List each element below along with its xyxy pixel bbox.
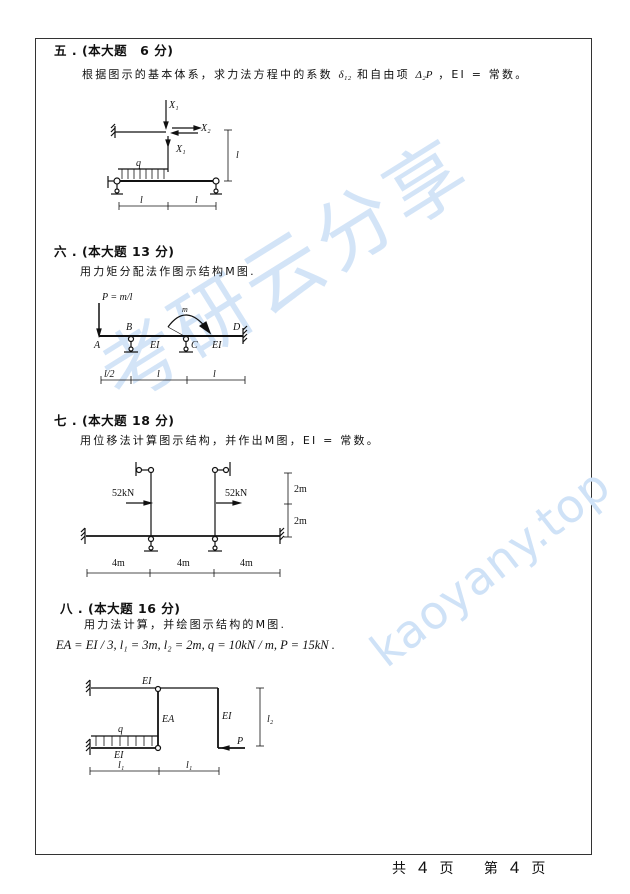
label-ei-top: EI	[141, 676, 152, 687]
q8-number: 八 .	[60, 601, 84, 616]
label-ea: EA	[161, 714, 175, 725]
q7-number: 七 .	[54, 413, 78, 428]
label-span-l2: l	[195, 195, 198, 206]
footer-total-pages: 4	[418, 858, 430, 877]
q5-prompt-text-b: 和自由项	[356, 68, 410, 81]
label-ei-right: EI	[221, 711, 232, 722]
label-x2: X₂	[200, 123, 211, 134]
label-l1-right: l₁	[186, 760, 192, 771]
label-c: C	[191, 340, 198, 351]
q6-prompt: 用力矩分配法作图示结构M图.	[80, 265, 256, 278]
label-height-l: l	[236, 150, 239, 161]
q6-number: 六 .	[54, 244, 78, 259]
label-m: m	[182, 305, 188, 314]
q5-delta12: δ₁₂	[338, 69, 352, 81]
page-border	[35, 38, 592, 855]
footer-current-page: 4	[509, 858, 522, 877]
label-ei-2: EI	[211, 340, 222, 351]
label-span-l1: l	[140, 195, 143, 206]
q6-header: 六 . (本大题 13 分)	[54, 241, 175, 260]
q5-header: 五 . (本大题 6 分)	[54, 40, 173, 59]
q8-header: 八 . (本大题 16 分)	[60, 598, 181, 617]
label-span-l-2: l	[213, 369, 216, 380]
label-p: P	[236, 736, 243, 747]
q6-score: (本大题 13 分)	[81, 244, 175, 259]
q7-header: 七 . (本大题 18 分)	[54, 410, 175, 429]
q5-delta2p: Δ₂P	[415, 69, 433, 81]
label-h-bottom: 2m	[294, 516, 307, 527]
label-ei-bottom: EI	[113, 750, 124, 761]
q8-score: (本大题 16 分)	[87, 601, 181, 616]
footer-current-prefix: 第	[483, 861, 500, 877]
q5-number: 五 .	[54, 43, 78, 58]
q8-prompt: 用力法计算，并绘图示结构的M图.	[84, 618, 287, 631]
label-h-top: 2m	[294, 484, 307, 495]
label-a: A	[93, 340, 101, 351]
label-span-l-half: l/2	[104, 369, 115, 380]
label-x1-top: X₁	[168, 100, 179, 111]
footer-total-prefix: 共	[392, 861, 408, 877]
footer-total-suffix: 页	[439, 861, 456, 877]
label-l2: l₂	[267, 714, 274, 725]
label-q: q	[118, 724, 123, 735]
q7-prompt: 用位移法计算图示结构，并作出M图，EI = 常数。	[80, 434, 380, 447]
q5-prompt: 根据图示的基本体系，求力法方程中的系数 δ₁₂ 和自由项 Δ₂P ，EI = 常…	[82, 66, 528, 82]
label-ei-1: EI	[149, 340, 160, 351]
label-load-left: 52kN	[112, 488, 134, 499]
q7-score: (本大题 18 分)	[81, 413, 175, 428]
label-span-2: 4m	[177, 558, 190, 569]
label-p: P = m/l	[101, 292, 133, 303]
label-d: D	[232, 322, 241, 333]
label-b: B	[126, 322, 132, 333]
q5-prompt-text-c: ，EI = 常数。	[438, 68, 529, 81]
label-span-3: 4m	[240, 558, 253, 569]
label-load-right: 52kN	[225, 488, 247, 499]
q5-prompt-text: 根据图示的基本体系，求力法方程中的系数	[82, 68, 333, 81]
label-x1-bottom: X₁	[175, 144, 186, 155]
q8-given: EA = EI / 3, l₁ = 3m, l₂ = 2m, q = 10kN …	[56, 638, 335, 652]
label-q: q	[136, 158, 141, 169]
label-span-1: 4m	[112, 558, 125, 569]
q5-score: (本大题 6 分)	[81, 43, 174, 58]
label-l1-left: l₁	[118, 760, 124, 771]
label-span-l-1: l	[157, 369, 160, 380]
footer-current-suffix: 页	[531, 861, 548, 877]
